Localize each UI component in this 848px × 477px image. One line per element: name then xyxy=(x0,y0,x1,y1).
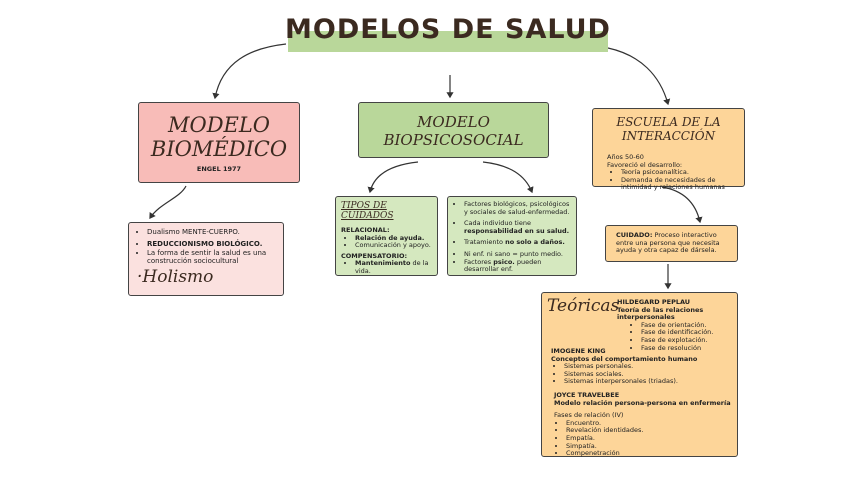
list-item: Fase de explotación. xyxy=(641,336,737,345)
teoricas-title: Teóricas xyxy=(547,296,620,316)
king-name: IMOGENE KING xyxy=(551,347,606,355)
title-highlight xyxy=(288,31,608,52)
escuela-years: Años 50-60 xyxy=(607,153,644,161)
cuidado-text: CUIDADO: Proceso interactivo entre una p… xyxy=(616,231,720,255)
travelbee-section: JOYCE TRAVELBEE Modelo relación persona-… xyxy=(554,391,736,458)
list-item: La forma de sentir la salud es una const… xyxy=(147,249,277,266)
list-item: Dualismo MENTE-CUERPO. xyxy=(147,228,277,236)
cuidados-box: TIPOS DE CUIDADOS RELACIONAL: Relación d… xyxy=(335,196,438,276)
list-item: Sistemas sociales. xyxy=(564,370,736,379)
biomedico-title: MODELO BIOMÉDICO xyxy=(139,113,299,161)
list-item: Relación de ayuda. xyxy=(355,234,432,243)
biomedico-title-line2: BIOMÉDICO xyxy=(150,137,288,161)
travelbee-name: JOYCE TRAVELBEE xyxy=(554,391,620,399)
list-item: Fase de identificación. xyxy=(641,329,737,337)
biopsicosocial-title: MODELO BIOPSICOSOCIAL xyxy=(359,113,548,149)
list-item: Fase de orientación. xyxy=(641,321,737,330)
list-item: Comunicación y apoyo. xyxy=(355,241,432,250)
arrow-to-dualismo xyxy=(149,185,187,219)
dualismo-box: Dualismo MENTE-CUERPO. REDUCCIONISMO BIO… xyxy=(128,222,284,296)
peplau-list: Fase de orientación. Fase de identificac… xyxy=(617,321,737,353)
arrow-to-factores xyxy=(482,161,534,194)
biopsicosocial-title-line1: MODELO xyxy=(417,113,490,131)
relacional-list: Relación de ayuda. Comunicación y apoyo. xyxy=(341,234,432,250)
cuidado-label: CUIDADO: xyxy=(616,231,653,239)
list-item: Mantenimiento de la vida. xyxy=(355,260,432,275)
arrow-to-escuela xyxy=(607,47,671,106)
escuela-content: Años 50-60 Favoreció el desarrollo: Teor… xyxy=(607,153,739,192)
list-item: Factores psico. pueden desarrollar enf. xyxy=(464,258,572,274)
holismo-label: ·Holismo xyxy=(137,267,214,287)
list-item: Factores biológicos, psicológicos y soci… xyxy=(464,200,572,216)
factores-box: Factores biológicos, psicológicos y soci… xyxy=(447,196,577,276)
escuela-title: ESCUELA DE LA INTERACCIÓN xyxy=(593,115,744,143)
biopsicosocial-title-line2: BIOPSICOSOCIAL xyxy=(383,131,524,149)
list-item: Empatía. xyxy=(566,434,736,443)
arrow-to-cuidados xyxy=(367,161,419,194)
arrow-to-cuidado xyxy=(661,186,703,224)
relacional-label: RELACIONAL: xyxy=(341,226,390,234)
escuela-title-line2: INTERACCIÓN xyxy=(621,129,716,143)
peplau-name: HILDEGARD PEPLAU xyxy=(617,298,691,306)
factores-list: Factores biológicos, psicológicos y soci… xyxy=(450,200,572,274)
cuidado-box: CUIDADO: Proceso interactivo entre una p… xyxy=(605,225,738,262)
escuela-list: Teoría psicoanalítica. Demanda de necesi… xyxy=(607,169,739,192)
king-theory: Conceptos del comportamiento humano xyxy=(551,354,698,363)
escuela-box: ESCUELA DE LA INTERACCIÓN Años 50-60 Fav… xyxy=(592,108,745,191)
teoricas-box: Teóricas HILDEGARD PEPLAU Teoría de las … xyxy=(541,292,738,457)
list-item: Tratamiento no solo a daños. xyxy=(464,239,572,247)
list-item: Encuentro. xyxy=(566,419,736,428)
arrow-to-biomedico xyxy=(212,43,287,100)
biomedico-box: MODELO BIOMÉDICO ENGEL 1977 xyxy=(138,102,300,183)
biomedico-title-line1: MODELO xyxy=(167,113,271,137)
compensatorio-label: COMPENSATORIO: xyxy=(341,251,408,260)
dualismo-list: Dualismo MENTE-CUERPO. REDUCCIONISMO BIO… xyxy=(133,228,277,266)
list-item: Sistemas personales. xyxy=(564,363,736,371)
king-list: Sistemas personales. Sistemas sociales. … xyxy=(551,363,736,386)
peplau-section: HILDEGARD PEPLAU Teoría de las relacione… xyxy=(617,298,737,353)
cuidados-title: TIPOS DE CUIDADOS xyxy=(341,201,394,221)
escuela-favored: Favoreció el desarrollo: xyxy=(607,160,683,169)
list-item: Ni enf. ni sano = punto medio. xyxy=(464,250,572,259)
list-item: Sistemas interpersonales (triadas). xyxy=(564,378,736,386)
list-item: Demanda de necesidades de intimidad y re… xyxy=(621,176,739,192)
list-item: Revelación identidades. xyxy=(566,427,736,435)
compensatorio-list: Mantenimiento de la vida. xyxy=(341,260,432,275)
list-item: Fase de resolución xyxy=(641,344,737,353)
biomedico-subtitle: ENGEL 1977 xyxy=(196,165,242,173)
list-item: Teoría psicoanalítica. xyxy=(621,169,739,177)
list-item: REDUCCIONISMO BIOLÓGICO. xyxy=(147,240,277,248)
page-title: MODELOS DE SALUD xyxy=(285,14,611,45)
list-item: Compenetración xyxy=(566,450,736,458)
travelbee-phases-label: Fases de relación (IV) xyxy=(554,411,624,420)
travelbee-theory: Modelo relación persona-persona en enfer… xyxy=(554,398,731,407)
travelbee-list: Encuentro. Revelación identidades. Empat… xyxy=(554,419,736,458)
king-section: IMOGENE KING Conceptos del comportamient… xyxy=(551,347,736,386)
list-item: Simpatía. xyxy=(566,442,736,451)
peplau-theory: Teoría de las relaciones interpersonales xyxy=(617,305,704,322)
biopsicosocial-box: MODELO BIOPSICOSOCIAL xyxy=(358,102,549,158)
list-item: Cada individuo tiene responsabilidad en … xyxy=(464,219,572,235)
escuela-title-line1: ESCUELA DE LA xyxy=(616,115,721,129)
